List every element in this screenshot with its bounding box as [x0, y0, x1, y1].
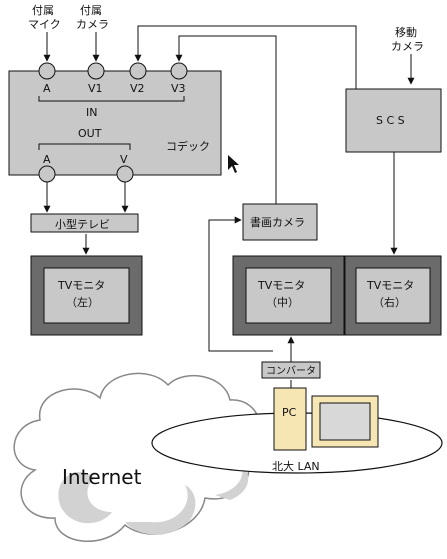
- codec-box: A V1 V2 V3 IN OUT A V コデック: [8, 62, 222, 183]
- out-v-label: V: [120, 153, 128, 166]
- out-bracket: [38, 143, 131, 150]
- port-a-label: A: [43, 82, 51, 95]
- lan-label: 北大 LAN: [272, 459, 320, 473]
- tv-right-label: TVモニタ: [366, 279, 414, 292]
- internet-label: Internet: [62, 465, 142, 489]
- cam-label-line1: 付属: [80, 4, 102, 17]
- port-v-out: [116, 165, 134, 183]
- port-v2-label: V2: [130, 82, 145, 95]
- scs-box: [345, 88, 442, 153]
- port-a-out: [38, 165, 56, 183]
- doc-camera-label: 書画カメラ: [250, 215, 305, 229]
- mic-label-line1: 付属: [32, 4, 54, 17]
- port-v2-in: [129, 62, 147, 80]
- tv-left-sub: （左）: [66, 296, 99, 309]
- doc-camera-to-v3-line: [175, 35, 277, 204]
- tv-monitor-left: TVモニタ （左）: [30, 255, 143, 336]
- port-v1-label: V1: [88, 82, 103, 95]
- small-tv-box: [30, 213, 139, 233]
- tv-center-label: TVモニタ: [257, 279, 305, 292]
- mouse-cursor-icon: [228, 155, 239, 173]
- in-label: IN: [86, 106, 97, 119]
- pc-monitor: [311, 395, 379, 448]
- out-label: OUT: [78, 127, 102, 140]
- converter-label: コンバータ: [266, 365, 316, 377]
- tv-center-sub: （中）: [266, 296, 299, 309]
- scs-to-v2-line: [134, 25, 357, 89]
- converter-to-doc-camera-line: [208, 216, 273, 352]
- pc-tower: [273, 387, 307, 451]
- move-cam-label-line1: 移動: [395, 25, 417, 39]
- port-v1-in: [87, 62, 105, 80]
- small-tv-label: 小型テレビ: [55, 217, 110, 231]
- codec-label: コデック: [166, 139, 210, 153]
- tv-left-label: TVモニタ: [57, 279, 105, 292]
- port-a-in: [38, 62, 56, 80]
- scs-label: S C S: [376, 114, 405, 127]
- out-a-label: A: [43, 153, 51, 166]
- port-v3-in: [170, 62, 188, 80]
- doc-camera-box: [242, 203, 318, 241]
- move-cam-label-line2: カメラ: [391, 40, 424, 53]
- pc-label: PC: [282, 406, 297, 419]
- mic-label-line2: マイク: [28, 18, 61, 31]
- in-bracket: [38, 96, 185, 102]
- internet-cloud: Internet: [13, 372, 261, 542]
- cam-label-line2: カメラ: [76, 18, 109, 31]
- tv-monitor-center: TVモニタ （中）: [232, 255, 345, 336]
- tv-monitor-right: TVモニタ （右）: [344, 255, 442, 336]
- tv-right-sub: （右）: [373, 295, 406, 309]
- port-v3-label: V3: [171, 82, 186, 95]
